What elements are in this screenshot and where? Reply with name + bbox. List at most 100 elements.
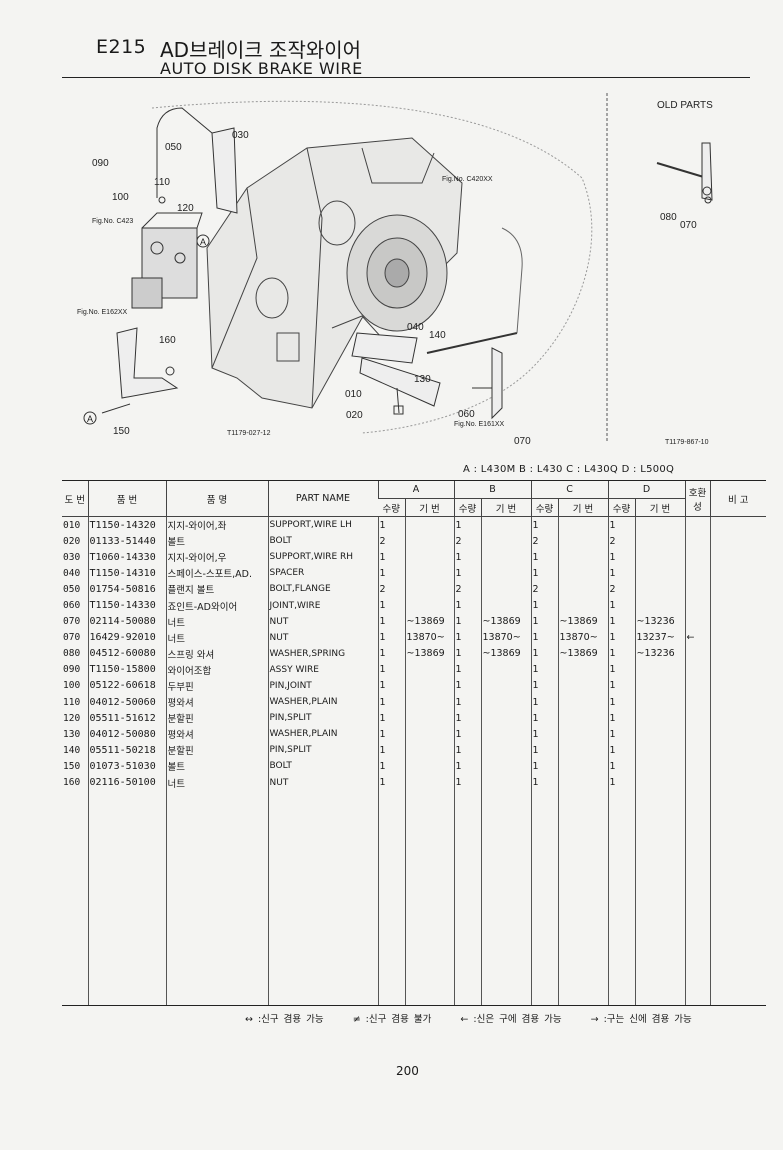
- part-name-cell: PIN,JOINT: [267, 677, 378, 695]
- serial-a-cell: [404, 774, 454, 791]
- qty-d-cell: 1: [607, 597, 636, 614]
- qty-d-cell: 1: [607, 629, 636, 646]
- serial-d-cell: [634, 597, 686, 614]
- name-ko-cell: 볼트: [165, 533, 268, 550]
- remarks-cell: [709, 613, 767, 630]
- callout-060: 060: [458, 409, 475, 420]
- serial-a-cell: [404, 710, 454, 727]
- interchange-cell: [684, 726, 711, 743]
- qty-c-cell: 1: [530, 516, 558, 534]
- serial-a-cell: [404, 742, 454, 759]
- serial-c-cell: [557, 710, 609, 727]
- qty-c-cell: 1: [530, 565, 558, 582]
- part-no-cell: 01754-50816: [87, 581, 166, 598]
- svg-text:A: A: [200, 237, 206, 247]
- callout-070: 070: [680, 220, 697, 231]
- part-name-cell: WASHER,PLAIN: [267, 726, 378, 743]
- qty-a-cell: 1: [377, 629, 405, 646]
- empty-cell: [165, 790, 268, 1006]
- qty-a-cell: 1: [377, 774, 405, 791]
- serial-a-cell: [404, 565, 454, 582]
- serial-a-cell: [404, 581, 454, 598]
- serial-d-cell: 13237~: [634, 629, 686, 646]
- remarks-cell: [709, 597, 767, 614]
- qty-a-cell: 1: [377, 758, 405, 775]
- qty-d-cell: 2: [607, 533, 636, 550]
- ref-no-cell: 090: [63, 664, 81, 676]
- qty-a-cell: 2: [377, 581, 405, 598]
- qty-b-cell: 1: [453, 774, 481, 791]
- qty-d-cell: 1: [607, 677, 636, 695]
- serial-a-cell: [404, 694, 454, 711]
- serial-d-cell: [634, 533, 686, 550]
- remarks-cell: [709, 565, 767, 582]
- ref-no-cell: 020: [63, 535, 81, 547]
- callout-110: 110: [154, 177, 170, 188]
- callout-150: 150: [113, 426, 130, 437]
- serial-b-cell: [480, 516, 531, 534]
- qty-a-cell: 1: [377, 661, 405, 678]
- serial-d-cell: ~13236: [634, 645, 686, 662]
- transmission-housing: [206, 137, 463, 409]
- serial-d-cell: [634, 581, 686, 598]
- qty-a-cell: 1: [377, 710, 405, 727]
- serial-c-cell: [557, 661, 609, 678]
- remarks-cell: [709, 533, 767, 550]
- remarks-cell: [709, 677, 767, 695]
- qty-d-cell: 1: [607, 661, 636, 678]
- qty-c-cell: 1: [530, 694, 558, 711]
- qty-b-cell: 1: [453, 661, 481, 678]
- interchange-cell: [684, 758, 711, 775]
- callout-130: 130: [414, 374, 431, 385]
- parts-table: 도 번 품 번 품 명 PART NAME A B C D 호환성 비 고 수량…: [62, 480, 767, 1006]
- name-ko-cell: 너트: [165, 629, 268, 646]
- part-name-cell: NUT: [267, 629, 378, 646]
- name-ko-cell: 너트: [165, 774, 268, 791]
- qty-b-cell: 2: [453, 533, 481, 550]
- col-part-name: PART NAME: [267, 480, 378, 517]
- callout-020: 020: [346, 410, 363, 421]
- qty-b-cell: 1: [453, 629, 481, 646]
- qty-c-cell: 1: [530, 726, 558, 743]
- qty-b-cell: 2: [453, 581, 481, 598]
- remarks-cell: [709, 710, 767, 727]
- col-qty: 수량: [453, 498, 481, 517]
- qty-c-cell: 2: [530, 533, 558, 550]
- serial-c-cell: [557, 516, 609, 534]
- qty-d-cell: 1: [607, 613, 636, 630]
- qty-c-cell: 1: [530, 661, 558, 678]
- serial-a-cell: [404, 597, 454, 614]
- part-no-cell: 02116-50100: [87, 774, 166, 791]
- lever-left: [101, 327, 179, 414]
- part-name-cell: PIN,SPLIT: [267, 742, 378, 759]
- qty-d-cell: 1: [607, 694, 636, 711]
- serial-d-cell: [634, 742, 686, 759]
- serial-b-cell: [480, 549, 531, 566]
- qty-b-cell: 1: [453, 516, 481, 534]
- interchange-cell: [684, 549, 711, 566]
- qty-d-cell: 1: [607, 645, 636, 662]
- part-name-cell: JOINT,WIRE: [267, 597, 378, 614]
- serial-b-cell: [480, 758, 531, 775]
- part-name-cell: PIN,SPLIT: [267, 710, 378, 727]
- ref-no-cell: 060: [63, 600, 81, 612]
- qty-c-cell: 1: [530, 613, 558, 630]
- serial-b-cell: [480, 742, 531, 759]
- ref-no-cell: 070: [63, 616, 81, 628]
- qty-c-cell: 1: [530, 629, 558, 646]
- ref-no-cell: 110: [63, 696, 81, 708]
- serial-c-cell: ~13869: [557, 645, 609, 662]
- interchange-cell: [684, 613, 711, 630]
- legend-not-compatible: ≠ :신구 겸용 불가: [352, 1014, 432, 1025]
- wire-support-lh: [351, 332, 441, 415]
- part-no-cell: T1150-14330: [87, 597, 166, 614]
- empty-cell: [404, 790, 454, 1006]
- part-name-cell: SPACER: [267, 565, 378, 582]
- ref-no-cell: 150: [63, 760, 81, 772]
